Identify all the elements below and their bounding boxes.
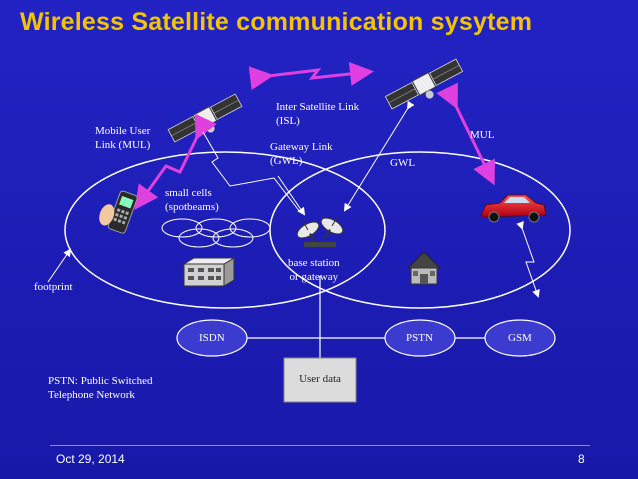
spotbeam-cells bbox=[161, 218, 271, 248]
footprint-label: footprint bbox=[34, 281, 73, 293]
gwl-right-label: GWL bbox=[390, 157, 416, 169]
gsm-node bbox=[484, 319, 556, 357]
pstn-label: PSTN bbox=[406, 332, 433, 344]
gwl-link-left bbox=[202, 131, 301, 213]
isdn-label: ISDN bbox=[199, 332, 225, 344]
footprint-pointer bbox=[47, 248, 72, 283]
isl-link bbox=[248, 61, 374, 91]
car-ground-link bbox=[516, 221, 540, 298]
user-data-label: User data bbox=[299, 373, 341, 385]
car-icon bbox=[481, 194, 547, 223]
gwl-left-label: Gateway Link (GWL) bbox=[270, 141, 333, 167]
satellite-icon bbox=[167, 93, 243, 143]
base-station-label: base station or gateway bbox=[288, 257, 340, 283]
gsm-label: GSM bbox=[508, 332, 532, 344]
house-icon bbox=[406, 251, 442, 285]
satellite-icon bbox=[384, 58, 464, 110]
mul-link-left bbox=[134, 113, 217, 210]
building-icon bbox=[182, 257, 236, 287]
pstn-node bbox=[384, 319, 456, 357]
user-data-box bbox=[283, 357, 357, 403]
slide-title: Wireless Satellite communication sysytem bbox=[20, 8, 533, 36]
isdn-node bbox=[176, 319, 248, 357]
small-cells-label: small cells (spotbeams) bbox=[165, 187, 219, 213]
mul-left-label: Mobile User Link (MUL) bbox=[95, 125, 151, 151]
footer-page: 8 bbox=[578, 452, 585, 466]
mobile-phone-icon bbox=[99, 190, 138, 234]
footprint-ellipse-left bbox=[64, 151, 386, 309]
isl-label: Inter Satellite Link (ISL) bbox=[276, 101, 360, 127]
satellite-dish-icon bbox=[296, 217, 344, 247]
pstn-note-label: PSTN: Public Switched Telephone Network bbox=[48, 375, 153, 401]
footer-rule bbox=[50, 445, 590, 446]
mul-link-right bbox=[436, 82, 495, 186]
gwl-link-right bbox=[343, 100, 415, 212]
mul-right-label: MUL bbox=[470, 129, 495, 141]
footer-date: Oct 29, 2014 bbox=[56, 452, 125, 466]
